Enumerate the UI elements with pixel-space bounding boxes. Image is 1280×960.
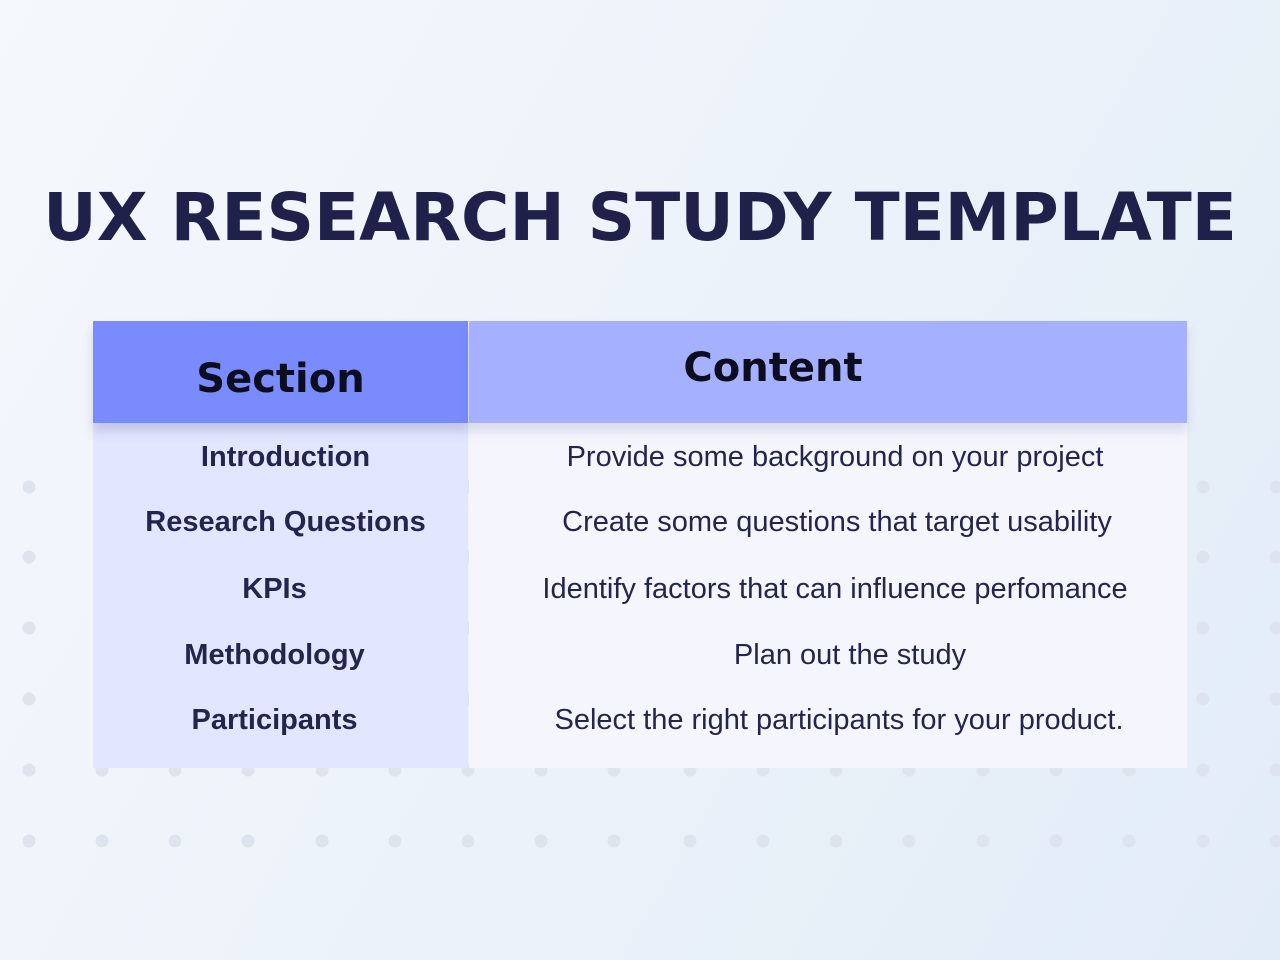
decorative-dot: [1196, 480, 1210, 494]
row-section-label: Participants: [191, 704, 358, 736]
decorative-dot: [22, 692, 36, 706]
decorative-dot: [388, 834, 402, 848]
decorative-dot: [22, 550, 36, 564]
decorative-dot: [1269, 621, 1280, 635]
decorative-dot: [1196, 763, 1210, 777]
decorative-dot: [95, 834, 109, 848]
row-section-label: KPIs: [242, 573, 307, 605]
decorative-dot: [1269, 480, 1280, 494]
decorative-dot: [1269, 834, 1280, 848]
decorative-dot: [1269, 692, 1280, 706]
row-content-text: Create some questions that target usabil…: [562, 506, 1112, 538]
decorative-dot: [902, 834, 916, 848]
page-title: UX RESEARCH STUDY TEMPLATE: [43, 179, 1237, 256]
decorative-dot: [315, 834, 329, 848]
decorative-dot: [22, 763, 36, 777]
decorative-dot: [22, 834, 36, 848]
row-section-label: Introduction: [200, 441, 371, 473]
decorative-dot: [1196, 621, 1210, 635]
row-content-text: Plan out the study: [733, 639, 967, 671]
decorative-dot: [168, 834, 182, 848]
decorative-dot: [1196, 692, 1210, 706]
row-content-text: Select the right participants for your p…: [554, 704, 1124, 736]
decorative-dot: [461, 834, 475, 848]
research-template-table: Section Content Introduction Provide som…: [93, 321, 1187, 768]
decorative-dot: [1196, 834, 1210, 848]
decorative-dot: [1049, 834, 1063, 848]
table-row: Methodology Plan out the study: [93, 635, 1187, 675]
decorative-dot: [607, 834, 621, 848]
decorative-dot: [22, 621, 36, 635]
section-header-label: Section: [196, 356, 365, 402]
row-section-label: Research Questions: [145, 506, 426, 538]
decorative-dot: [1122, 834, 1136, 848]
decorative-dot: [241, 834, 255, 848]
row-content-text: Provide some background on your project: [566, 441, 1104, 473]
section-header-cell: Section: [93, 321, 468, 423]
row-content-text: Identify factors that can influence perf…: [542, 573, 1128, 605]
decorative-dot: [683, 834, 697, 848]
content-header-label: Content: [683, 345, 863, 391]
table-row: Participants Select the right participan…: [93, 700, 1187, 740]
content-header-cell: Content: [469, 321, 1187, 423]
table-row: Introduction Provide some background on …: [93, 437, 1187, 477]
decorative-dot: [756, 834, 770, 848]
decorative-dot: [22, 480, 36, 494]
row-section-label: Methodology: [184, 639, 365, 671]
decorative-dot: [1269, 550, 1280, 564]
table-row: KPIs Identify factors that can influence…: [93, 569, 1187, 609]
table-row: Research Questions Create some questions…: [93, 502, 1187, 542]
decorative-dot: [1196, 550, 1210, 564]
decorative-dot: [534, 834, 548, 848]
decorative-dot: [1269, 763, 1280, 777]
decorative-dot: [976, 834, 990, 848]
decorative-dot: [829, 834, 843, 848]
